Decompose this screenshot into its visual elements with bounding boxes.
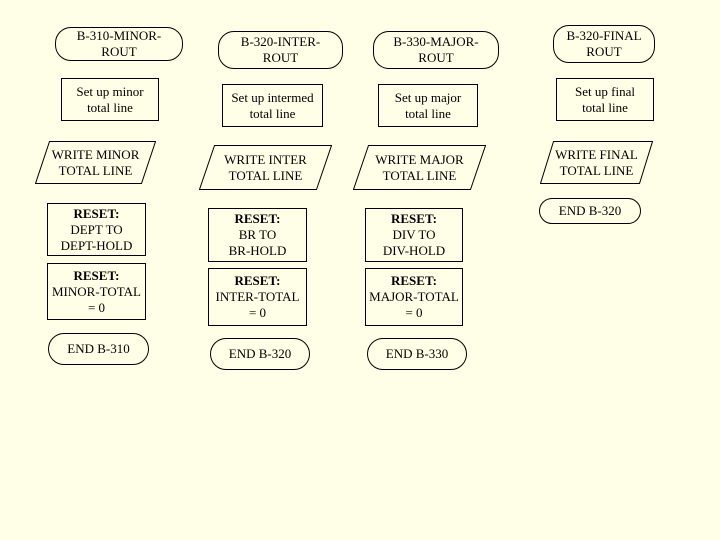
reset-line-3: = 0	[87, 299, 106, 315]
reset-box-2-b330: RESET:MAJOR-TOTAL= 0	[365, 268, 463, 326]
reset-line-2: MAJOR-TOTAL	[369, 289, 459, 304]
reset-line-2: DEPT TO	[70, 221, 123, 237]
start-line-1: B-320-INTER-	[240, 34, 321, 49]
start-line-2: ROUT	[418, 50, 454, 65]
parallelogram-shape	[353, 145, 486, 190]
start-line-2: ROUT	[586, 44, 622, 59]
parallelogram-shape	[540, 141, 653, 184]
reset-line-3: DEPT-HOLD	[60, 237, 133, 253]
process-line-1: Set up final	[575, 83, 635, 99]
reset-heading: RESET:	[234, 273, 281, 288]
reset-heading: RESET:	[391, 273, 437, 288]
end-label: END B-330	[385, 346, 449, 361]
write-line-2: TOTAL LINE	[228, 167, 303, 183]
end-label: END B-320	[228, 346, 292, 361]
write-line-2: TOTAL LINE	[382, 167, 457, 183]
write-line-2: TOTAL LINE	[559, 162, 634, 178]
start-line-1: B-330-MAJOR-	[393, 34, 479, 49]
end-terminal-b310: END B-310	[48, 333, 149, 365]
reset-line-3: = 0	[405, 305, 423, 320]
start-line-2: ROUT	[262, 50, 299, 65]
write-line-1: WRITE INTER	[224, 151, 307, 167]
process-line-1: Set up major	[394, 89, 462, 105]
reset-heading: RESET:	[390, 211, 437, 226]
parallelogram-shape	[35, 141, 156, 184]
process-line-2: total line	[582, 99, 628, 115]
start-line-1: B-320-FINAL	[566, 28, 642, 43]
write-line-1: WRITE FINAL	[555, 146, 638, 162]
end-terminal-b330: END B-330	[367, 338, 467, 370]
process-line-2: total line	[249, 105, 296, 121]
reset-line-3: = 0	[248, 305, 267, 320]
start-terminal-b320-inter: B-320-INTER-ROUT	[218, 31, 343, 69]
reset-line-2: MINOR-TOTAL	[52, 283, 141, 299]
process-line-1: Set up intermed	[231, 89, 314, 105]
process-line-1: Set up minor	[76, 83, 144, 99]
write-line-1: WRITE MAJOR	[375, 151, 464, 167]
write-line-1: WRITE MINOR	[51, 146, 140, 162]
reset-box-2-b320-inter: RESET:INTER-TOTAL= 0	[208, 268, 307, 326]
start-terminal-b330: B-330-MAJOR-ROUT	[373, 31, 499, 69]
write-line-2: TOTAL LINE	[58, 162, 133, 178]
reset-box-2-b310: RESET:MINOR-TOTAL= 0	[47, 263, 146, 320]
process-line-2: total line	[87, 99, 133, 115]
end-label: END B-310	[67, 341, 130, 356]
reset-heading: RESET:	[73, 205, 120, 221]
start-terminal-b310: B-310-MINOR-ROUT	[55, 27, 183, 61]
parallelogram-shape	[199, 145, 332, 190]
start-line-2: ROUT	[101, 44, 137, 59]
start-line-1: B-310-MINOR-	[76, 28, 162, 43]
reset-line-2: DIV TO	[392, 227, 436, 242]
reset-line-2: BR TO	[238, 227, 277, 242]
reset-line-3: BR-HOLD	[228, 243, 287, 258]
reset-line-2: INTER-TOTAL	[215, 289, 300, 304]
end-terminal-b320-final: END B-320	[539, 198, 641, 224]
end-terminal-b320-inter: END B-320	[210, 338, 310, 370]
end-label: END B-320	[558, 203, 622, 218]
reset-line-3: DIV-HOLD	[382, 243, 446, 258]
reset-heading: RESET:	[234, 211, 281, 226]
reset-heading: RESET:	[73, 267, 120, 283]
process-line-2: total line	[405, 105, 451, 121]
